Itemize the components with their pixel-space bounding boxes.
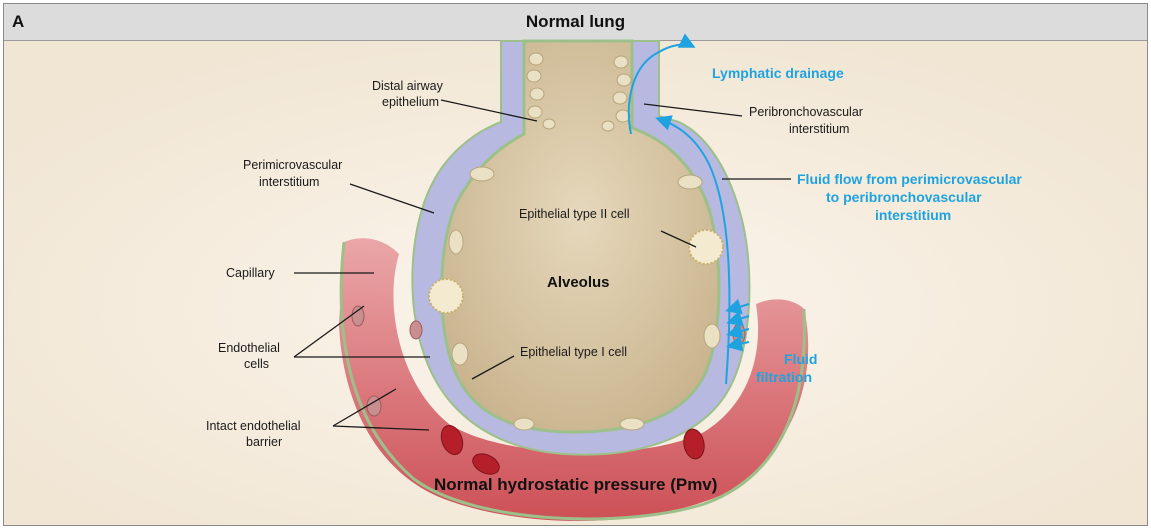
label-fluid-filtration-1: Fluid (784, 351, 817, 367)
label-endothelial-2: cells (244, 357, 269, 371)
label-intact-barrier-1: Intact endothelial (206, 419, 301, 433)
label-type2-cell: Epithelial type II cell (519, 207, 629, 221)
label-peribronchovascular-2: interstitium (789, 122, 849, 136)
label-peribronchovascular-1: Peribronchovascular (749, 105, 863, 119)
lung-diagram: Distal airway epithelium Perimicrovascul… (4, 4, 1147, 525)
label-distal-airway-2: epithelium (382, 95, 439, 109)
label-perimicrovascular-2: interstitium (259, 175, 319, 189)
figure-panel: A Normal lung (3, 3, 1148, 526)
label-fluid-filtration-2: filtration (756, 369, 812, 385)
label-alveolus: Alveolus (547, 274, 610, 291)
label-perimicrovascular-1: Perimicrovascular (243, 158, 342, 172)
label-fluid-flow-3: interstitium (875, 207, 951, 223)
label-normal-hydrostatic-pressure: Normal hydrostatic pressure (Pmv) (434, 475, 717, 494)
label-capillary: Capillary (226, 266, 275, 280)
label-fluid-flow-1: Fluid flow from perimicrovascular (797, 171, 1022, 187)
label-type1-cell: Epithelial type I cell (520, 345, 627, 359)
label-intact-barrier-2: barrier (246, 435, 282, 449)
label-distal-airway-1: Distal airway (372, 79, 444, 93)
label-lymphatic-drainage: Lymphatic drainage (712, 65, 844, 81)
label-endothelial-1: Endothelial (218, 341, 280, 355)
label-fluid-flow-2: to peribronchovascular (826, 189, 982, 205)
